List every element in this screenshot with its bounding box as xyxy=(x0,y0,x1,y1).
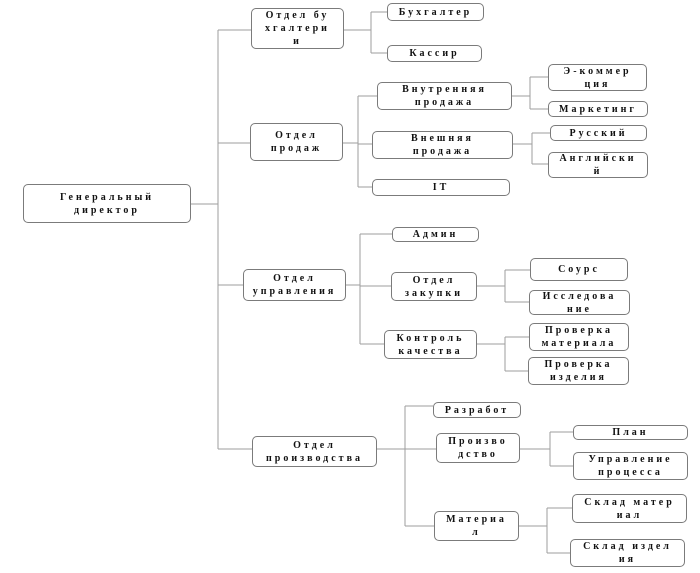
node-research: Исследова ние xyxy=(529,290,630,315)
node-product-warehouse: Склад издел ия xyxy=(570,539,685,567)
node-sales-dept: Отдел продаж xyxy=(250,123,343,161)
node-russian: Русский xyxy=(550,125,647,141)
node-material-warehouse: Склад матер иал xyxy=(572,494,687,523)
node-accounting-dept: Отдел бу хгалтери и xyxy=(251,8,344,49)
node-purchasing-dept: Отдел закупки xyxy=(391,272,477,301)
node-ecommerce: Э-коммер ция xyxy=(548,64,647,91)
node-production-dept: Отдел производства xyxy=(252,436,377,467)
node-external-sales: Внешняя продажа xyxy=(372,131,513,159)
node-management-dept: Отдел управления xyxy=(243,269,346,301)
node-cashier: Кассир xyxy=(387,45,482,62)
node-it: IT xyxy=(372,179,510,196)
node-material-check: Проверка материала xyxy=(529,323,629,351)
node-production: Произво дство xyxy=(436,433,520,463)
node-quality-control: Контроль качества xyxy=(384,330,477,359)
node-product-check: Проверка изделия xyxy=(528,357,629,385)
node-source: Соурс xyxy=(530,258,628,281)
node-english: Английски й xyxy=(548,152,648,178)
node-admin: Админ xyxy=(392,227,479,242)
node-accountant: Бухгалтер xyxy=(387,3,484,21)
node-process-management: Управление процесса xyxy=(573,452,688,480)
node-development: Разработ xyxy=(433,402,521,418)
node-internal-sales: Внутренняя продажа xyxy=(377,82,512,110)
node-material: Материа л xyxy=(434,511,519,541)
node-marketing: Маркетинг xyxy=(548,101,648,117)
node-plan: План xyxy=(573,425,688,440)
node-general-director: Генеральный директор xyxy=(23,184,191,223)
